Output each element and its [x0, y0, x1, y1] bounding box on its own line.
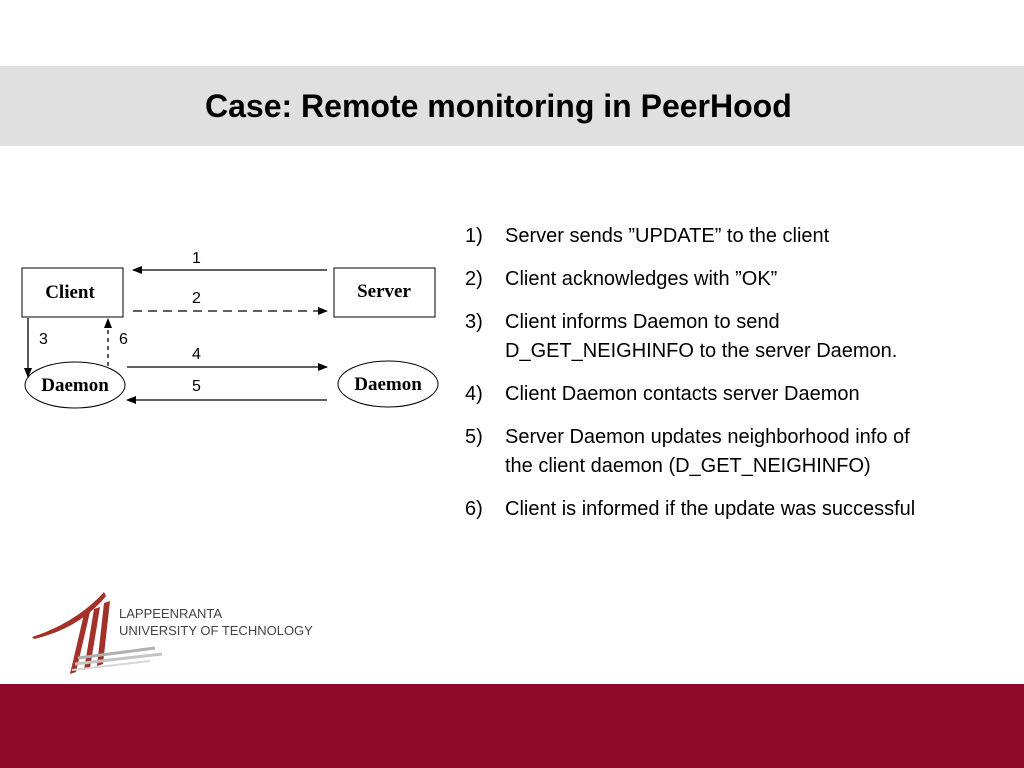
arrow-6-label: 6 — [119, 331, 128, 348]
slide-title: Case: Remote monitoring in PeerHood — [205, 88, 792, 124]
logo-pillar — [70, 612, 90, 674]
client-daemon-label: Daemon — [41, 375, 109, 396]
step-text: Client informs Daemon to send — [505, 311, 780, 333]
logo-pillar — [84, 607, 100, 670]
logo-grey-stroke — [77, 646, 156, 660]
server-daemon-label: Daemon — [354, 374, 422, 395]
step-item: 6) Client is informed if the update was … — [465, 495, 1005, 524]
step-text: Client Daemon contacts server Daemon — [505, 383, 860, 405]
arrow-2-label: 2 — [192, 290, 201, 307]
server-daemon-ellipse — [337, 360, 439, 408]
step-item: 3) Client informs Daemon to send D_GET_N… — [465, 308, 1005, 366]
step-number: 1) — [465, 225, 483, 247]
steps-list: 1) Server sends ”UPDATE” to the client 2… — [465, 222, 1005, 538]
step-text: Server sends ”UPDATE” to the client — [505, 225, 830, 247]
step-text: Client acknowledges with ”OK” — [505, 268, 778, 290]
client-label: Client — [45, 282, 95, 303]
university-name-line2: UNIVERSITY OF TECHNOLOGY — [119, 623, 313, 638]
university-name: LAPPEENRANTA UNIVERSITY OF TECHNOLOGY — [119, 605, 313, 639]
university-logo-icon — [32, 592, 163, 674]
step-number: 3) — [465, 311, 483, 333]
client-daemon-ellipse — [24, 361, 126, 409]
step-item: 2) Client acknowledges with ”OK” — [465, 265, 1005, 294]
step-item: 5) Server Daemon updates neighborhood in… — [465, 423, 1005, 481]
step-text: Server Daemon updates neighborhood info … — [505, 426, 910, 448]
logo-grey-stroke — [74, 652, 163, 666]
step-item: 1) Server sends ”UPDATE” to the client — [465, 222, 1005, 251]
university-name-line1: LAPPEENRANTA — [119, 606, 223, 621]
step-number: 2) — [465, 268, 483, 290]
client-box — [21, 267, 124, 318]
peerhood-diagram: Client Server Daemon Daemon 1 2 3 6 4 5 — [21, 250, 439, 409]
logo-pillar — [97, 601, 110, 666]
step-text-continued: the client daemon (D_GET_NEIGHINFO) — [505, 455, 871, 477]
server-box — [333, 267, 436, 318]
step-text: Client is informed if the update was suc… — [505, 498, 916, 520]
logo-grey-stroke — [71, 660, 151, 671]
footer-band — [0, 684, 1024, 768]
title-band — [0, 66, 1024, 146]
step-number: 5) — [465, 426, 483, 448]
arrow-1-label: 1 — [192, 250, 201, 267]
server-label: Server — [357, 281, 411, 302]
arrow-3-label: 3 — [39, 331, 48, 348]
arrow-5-label: 5 — [192, 378, 201, 395]
step-number: 6) — [465, 498, 483, 520]
step-item: 4) Client Daemon contacts server Daemon — [465, 380, 1005, 409]
step-text-continued: D_GET_NEIGHINFO to the server Daemon. — [505, 340, 898, 362]
step-number: 4) — [465, 383, 483, 405]
arrow-4-label: 4 — [192, 346, 201, 363]
